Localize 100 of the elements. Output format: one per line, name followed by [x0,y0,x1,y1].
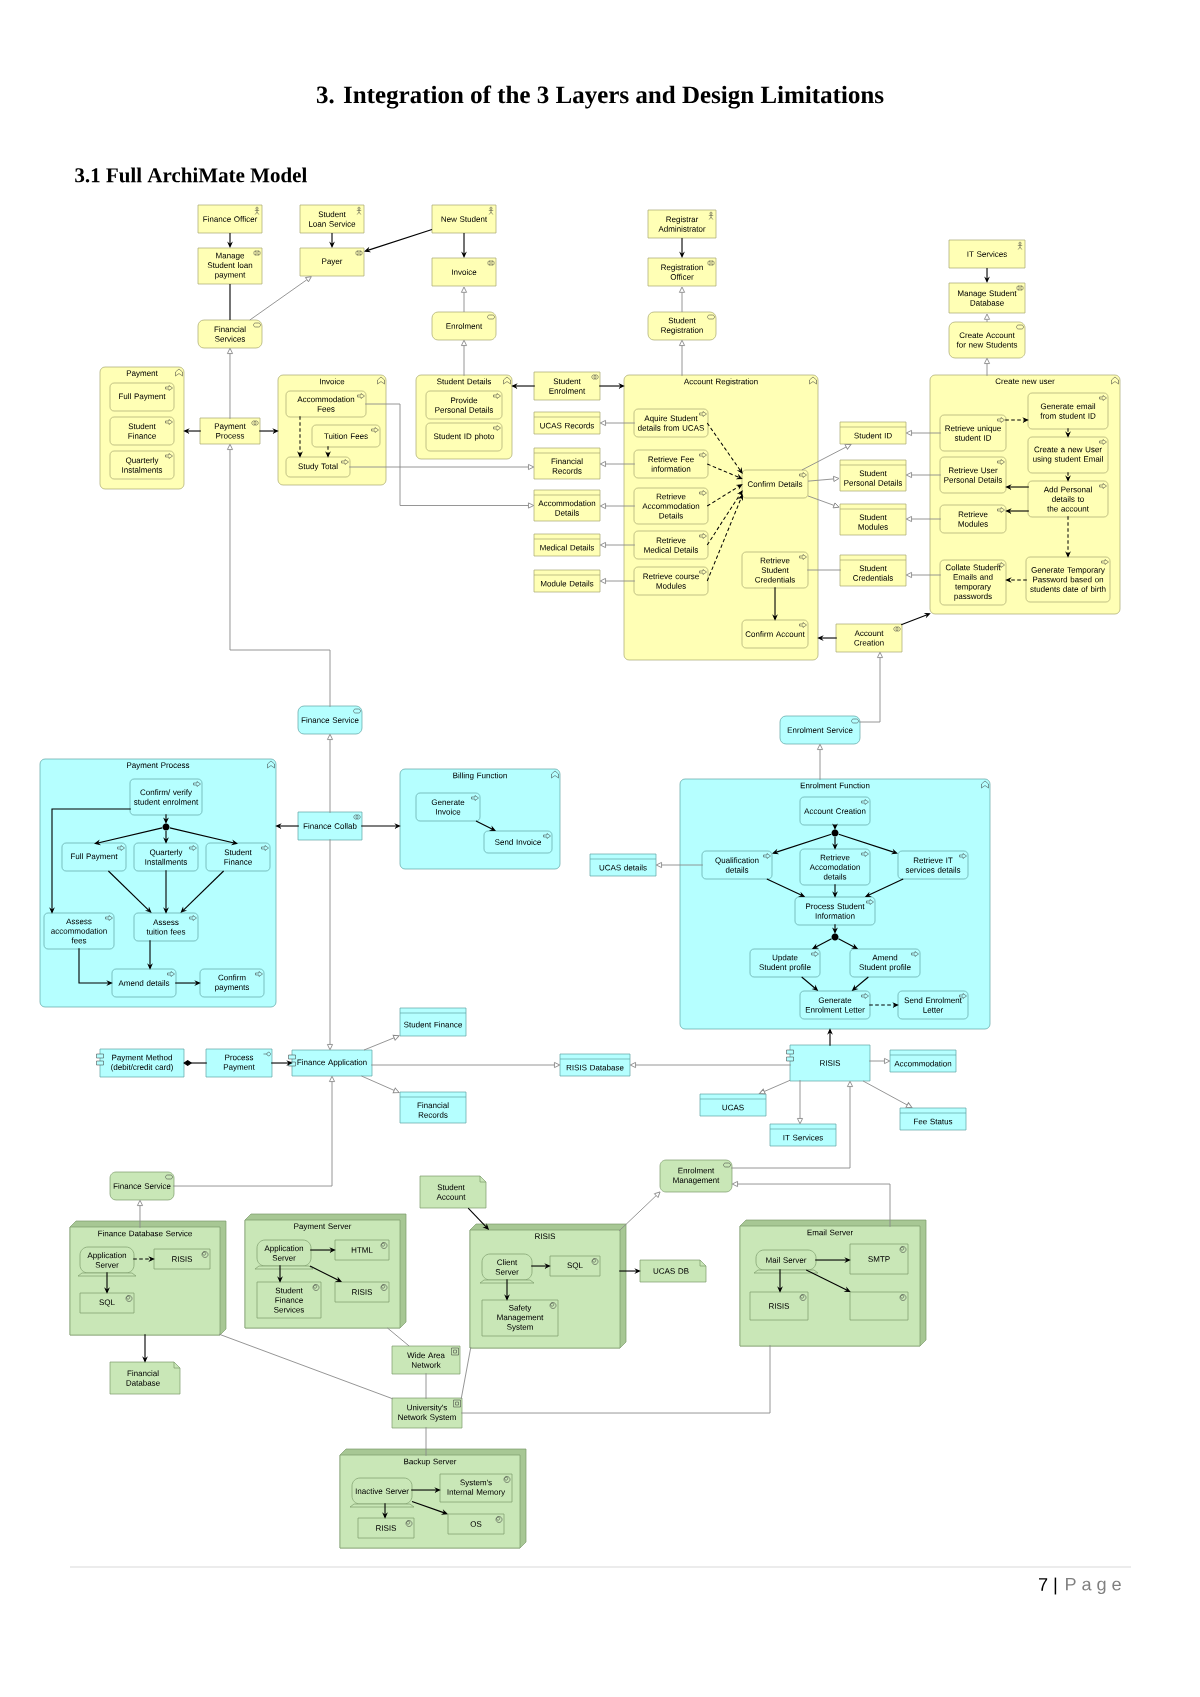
data-object: UCAS details [589,853,657,877]
arrow [411,1501,448,1515]
process-box: Qualification details [701,850,773,880]
arrow [832,923,838,934]
dashed-arrow [706,463,743,480]
process-box: Retrieve Modules [939,504,1007,534]
arrow [805,1269,851,1292]
actor-box: Finance Officer [197,204,263,234]
process-box: Retrieve Student Credentials [741,551,809,589]
process-box: Generate Enrolment Letter [799,990,871,1020]
software-box: RISIS [749,1291,809,1321]
arrow [326,838,334,1051]
process-box: Confirm/ verify student enrolment [129,778,203,816]
role-box: Payer [299,247,365,277]
software-box: Student Finance Services [256,1281,322,1319]
artifact-box: Student Account [419,1175,487,1209]
line [425,1426,427,1457]
line [218,1333,394,1400]
arrow [309,1265,342,1282]
interaction-box: Payment Process [199,417,261,445]
arrow [618,1191,661,1232]
arrow [226,443,331,708]
dashed-arrow [132,1256,155,1262]
interaction-box: Account Creation [835,623,903,653]
line [806,569,842,571]
process-box: Generate Invoice [415,792,481,822]
process-box: Study Total [285,456,351,478]
role-box: Registration Officer [647,257,717,287]
arrow [807,475,840,482]
actor-box: Registrar Administrator [647,209,717,239]
data-object: Accommodation Details [533,489,601,522]
line [229,283,231,321]
dashed-arrow [706,490,743,546]
component-box: RISIS [789,1044,871,1082]
dashed-arrow [706,494,743,582]
line [460,1346,472,1400]
process-box: Retrieve Accomodation details [799,848,871,886]
service-box: Create Account for new Students [948,321,1026,359]
arrow [983,357,991,377]
arrow [226,347,234,420]
arrow [679,237,685,258]
process-box: Quarterly Installments [133,842,199,872]
process-box: Collate Student Emails and temporary passwords [939,559,1007,606]
process-box: Amend details [111,968,177,998]
software-box: SQL [79,1292,135,1314]
process-box: Process Student Information [794,896,876,926]
interaction-box: Finance Collab [297,811,363,841]
dashed-arrow [325,445,331,458]
process-box: Confirm Details [741,469,809,499]
actor-box: Student Loan Service [299,204,365,234]
connector [183,1060,208,1066]
interface-box: Process Payment [205,1048,273,1078]
arrow [816,743,824,781]
arrow [94,827,163,846]
process-box: Amend Student profile [849,948,921,978]
arrow [678,286,686,313]
artifact-box: Financial Database [109,1361,181,1395]
arrow [678,339,686,377]
arrow [361,1075,400,1094]
arrow [172,1075,336,1187]
section-heading: 3.1 Full ArchiMate Model [75,167,307,183]
data-object: IT Services [769,1123,837,1147]
process-box: Aquire Student details from UCAS [633,408,709,438]
process-box: Retrieve Medical Details [633,530,709,560]
process-box: Send Invoice [483,830,553,854]
arrow [807,495,840,509]
network-box: Wide Area Network [391,1345,461,1375]
arrow [758,1079,791,1095]
page-label: P a g e [1066,1577,1121,1595]
process-box: Send Enrolment Letter [897,990,969,1020]
process-box: Confirm payments [199,968,265,998]
software-box: Safety Management System [481,1299,559,1337]
process-box: Accommodation Fees [285,390,367,418]
arrow [329,232,335,248]
process-box: Full Payment [61,842,127,872]
service-box: Enrolment [431,311,497,341]
dashed-arrow [706,484,743,507]
arrow [599,460,636,468]
service-box: Finance Service [297,705,363,735]
line [425,1372,427,1400]
arrow [905,429,942,437]
arrow [796,1079,804,1125]
arrow [858,651,884,723]
actor-box: IT Services [948,239,1026,269]
process-box: Generate Temporary Password based on students date of birth [1025,556,1111,603]
arrow [905,471,942,479]
arrow [460,339,468,377]
line [460,1344,771,1414]
software-box: SMTP [849,1243,909,1275]
dashed-arrow [1065,471,1071,482]
arrow [163,813,169,824]
title: 3. Integration of the 3 Layers and Design Limitations [316,85,884,109]
process-box: Account Creation [799,796,871,826]
component-box: Payment Method (debit/credit card) [99,1048,185,1078]
arrow [900,612,931,626]
process-box: Assess tuition fees [133,912,199,942]
data-object: Student Personal Details [839,459,907,492]
arrow [731,1180,891,1228]
arrow [363,1034,400,1051]
arrow [838,833,898,855]
